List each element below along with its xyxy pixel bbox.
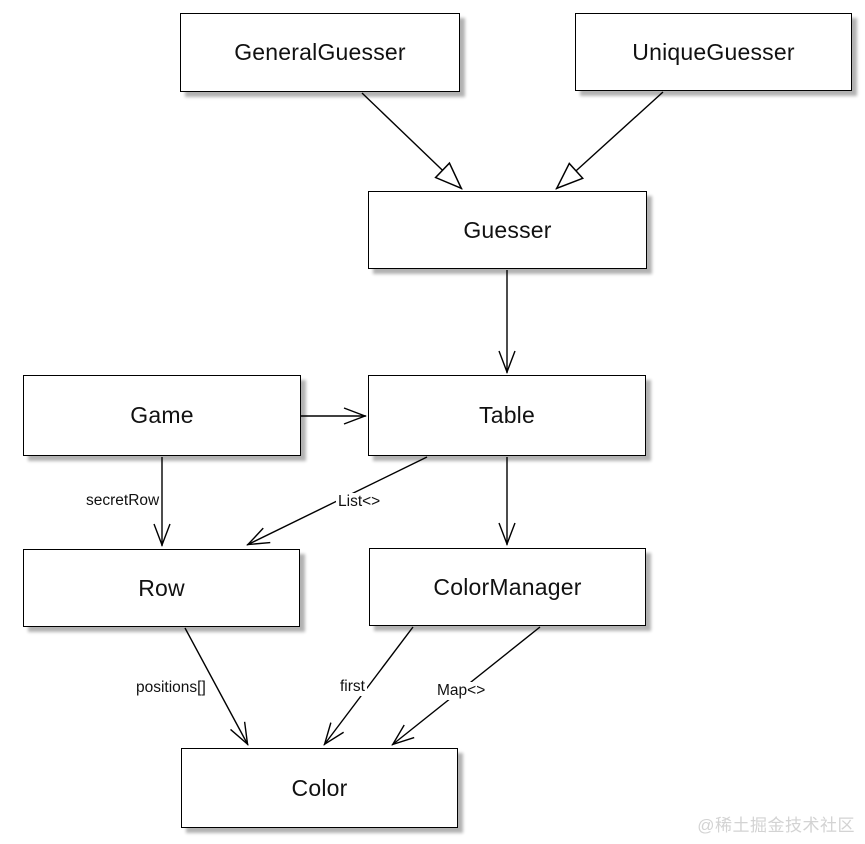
edge-label-map: Map<>: [435, 682, 488, 700]
class-box-table: Table: [368, 375, 646, 456]
class-box-uniqueguesser: UniqueGuesser: [575, 13, 852, 91]
class-box-colormanager: ColorManager: [369, 548, 646, 626]
class-box-row: Row: [23, 549, 300, 627]
class-name-game: Game: [130, 402, 194, 428]
class-box-generalguesser: GeneralGuesser: [180, 13, 460, 92]
class-name-guesser: Guesser: [463, 216, 552, 243]
class-name-row: Row: [138, 574, 185, 601]
class-box-guesser: Guesser: [368, 191, 647, 269]
edge-label-secretrow: secretRow: [84, 492, 162, 510]
class-name-color: Color: [291, 774, 348, 801]
class-box-game: Game: [23, 375, 301, 456]
edge-label-positions: positions[]: [134, 679, 208, 697]
edge-generalguesser-guesser: [361, 92, 463, 190]
class-name-colormanager: ColorManager: [433, 573, 582, 600]
edge-uniqueguesser-guesser: [555, 91, 664, 190]
edge-label-first: first: [338, 678, 367, 696]
class-name-table: Table: [479, 402, 535, 428]
watermark-text: @稀土掘金技术社区: [697, 816, 855, 835]
class-box-color: Color: [181, 748, 458, 828]
class-name-generalguesser: GeneralGuesser: [234, 39, 406, 65]
edge-label-list: List<>: [336, 493, 383, 511]
class-name-uniqueguesser: UniqueGuesser: [632, 38, 795, 65]
